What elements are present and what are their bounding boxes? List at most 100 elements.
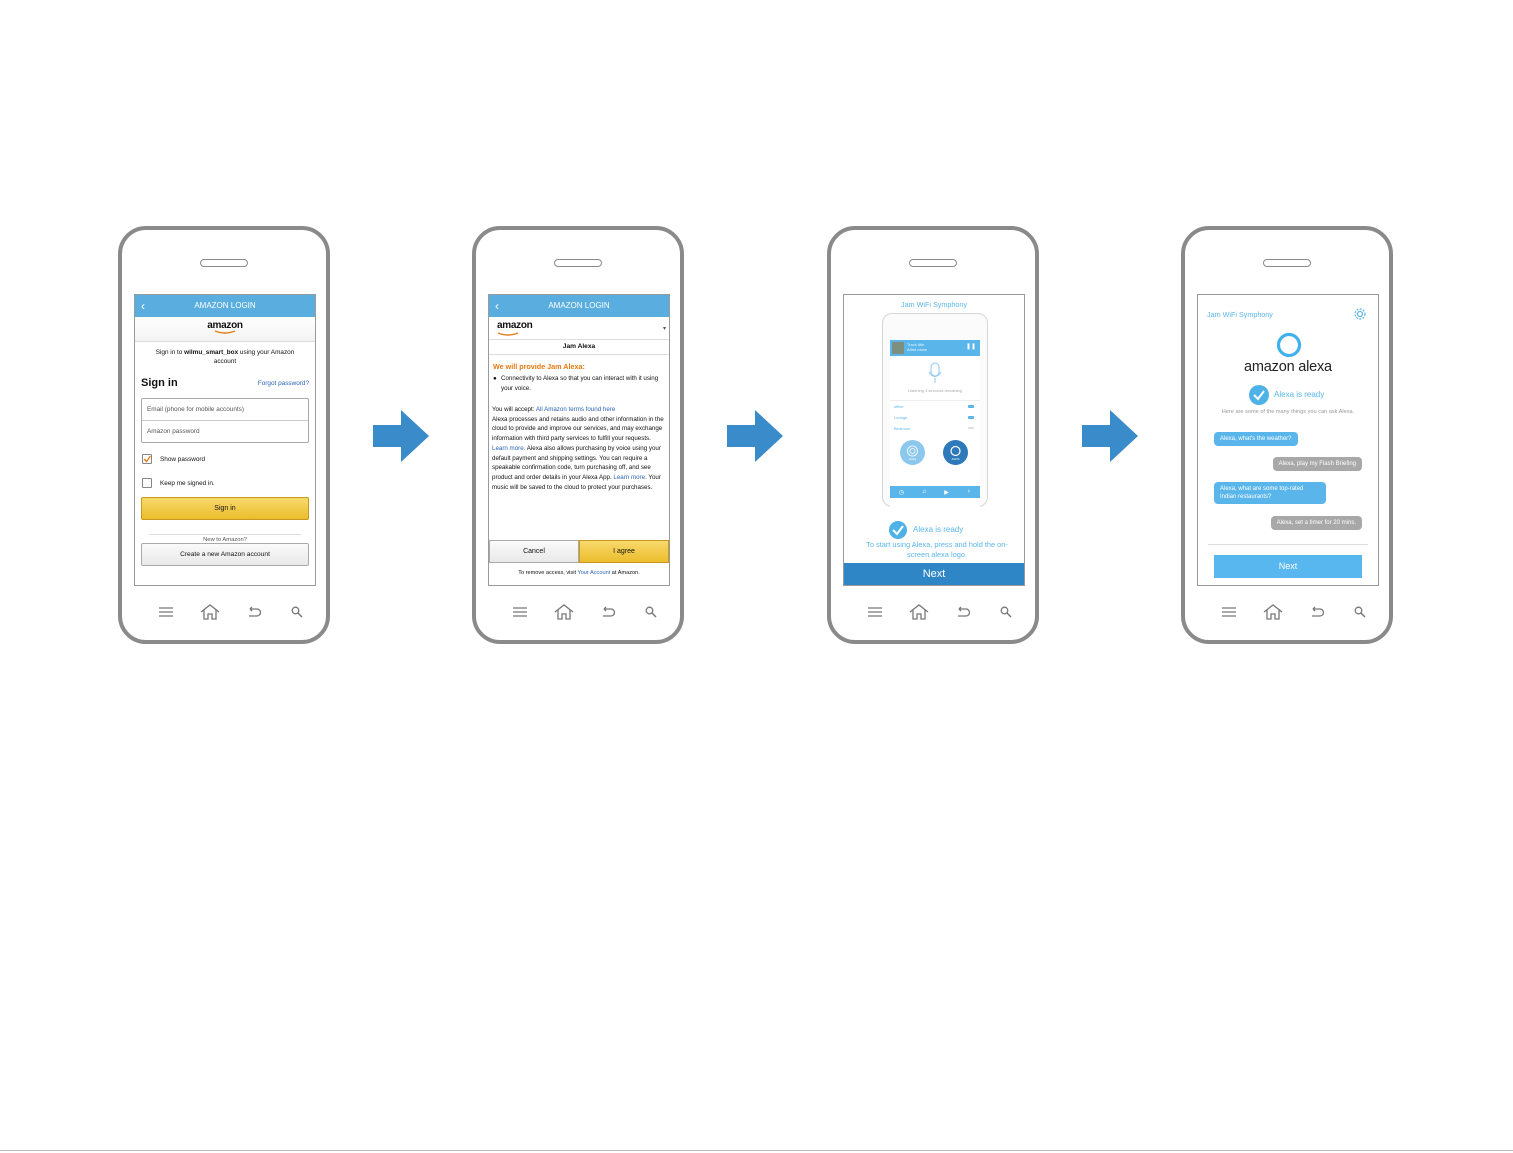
forgot-password-link[interactable]: Forgot password? [257,380,309,387]
search-icon[interactable] [287,602,307,622]
room-toggle[interactable] [968,427,974,429]
footer-suffix: at Amazon. [610,570,640,576]
phone-alexa-tips: Jam WiFi Symphony amazon alexa Alexa is … [1181,226,1393,644]
back-chevron-icon[interactable]: ‹ [141,299,145,313]
ready-text: Alexa is ready [913,525,964,534]
phone-consent: ‹ AMAZON LOGIN amazon ▾ Jam Alexa We wil… [472,226,684,644]
screen-consent: ‹ AMAZON LOGIN amazon ▾ Jam Alexa We wil… [488,294,670,586]
app-title: Jam WiFi Symphony [844,295,1024,309]
menu-icon[interactable] [865,602,885,622]
search-icon[interactable] [1350,602,1370,622]
amazon-smile-icon [497,332,519,336]
search-icon[interactable] [641,602,661,622]
learn-more-link-1[interactable]: Learn more. [492,444,526,452]
divider-line [149,534,301,535]
menu-icon[interactable] [156,602,176,622]
play-icon[interactable]: ▶ [944,489,949,496]
phone-navbar [1185,602,1389,622]
signin-heading: Sign in [141,377,178,389]
suggestion-bubble[interactable]: Alexa, play my Flash Briefing [1272,457,1362,471]
amazon-logo: amazon [207,320,243,331]
back-icon[interactable] [598,602,618,622]
mic-tab-icon[interactable]: ♀ [966,489,972,495]
speaker-grille [909,259,957,267]
password-field[interactable]: Amazon password [147,428,200,435]
inner-tab-bar: ◷ ♫ ▶ ♀ [890,486,980,498]
show-password-checkbox[interactable] [142,454,152,464]
amazon-smile-icon [214,330,236,334]
intro-app-name: wilmu_smart_box [184,349,239,356]
consent-buttons: Cancel I agree [489,540,669,563]
hint-text: Here are some of the many things you can… [1221,409,1355,415]
body-text-1: Alexa processes and retains audio and ot… [492,415,664,443]
accept-prefix: You will accept: [492,406,536,413]
suggestion-bubble[interactable]: Alexa, what are some top-rated Indian re… [1214,482,1326,504]
new-to-amazon-text: New to Amazon? [199,537,251,543]
agree-button[interactable]: I agree [579,540,669,563]
amazon-alexa-brand: amazon alexa [1244,359,1332,375]
track-artist: Artist name [907,347,928,352]
keep-signed-row[interactable]: Keep me signed in. [135,477,315,491]
home-icon[interactable] [554,602,574,622]
bottom-rule [0,1150,1513,1151]
signin-button[interactable]: Sign in [141,497,309,520]
learn-more-link-2[interactable]: Learn more. [613,473,647,481]
next-button[interactable]: Next [1214,555,1362,578]
email-field[interactable]: Email (phone for mobile accounts) [142,399,308,421]
signin-intro: Sign in to wilmu_smart_box using your Am… [135,342,315,366]
back-icon[interactable] [953,602,973,622]
footer-prefix: To remove access, visit [518,570,578,576]
room-bedroom[interactable]: Bedroom [894,426,911,431]
flow-arrow-icon [373,410,429,462]
setting-circle-button[interactable]: setting [900,440,925,465]
bullet-text: Connectivity to Alexa so that you can in… [501,375,659,392]
back-icon[interactable] [244,602,264,622]
back-icon[interactable] [1307,602,1327,622]
create-account-button[interactable]: Create a new Amazon account [141,543,309,566]
music-note-icon[interactable]: ♫ [921,489,927,495]
terms-text: You will accept: All Amazon terms found … [489,393,669,492]
fingerprint-icon [907,445,918,457]
menu-icon[interactable] [1219,602,1239,622]
home-icon[interactable] [200,602,220,622]
phone-navbar [831,602,1035,622]
logo-bar: amazon [135,317,315,342]
home-icon[interactable] [909,602,929,622]
keep-signed-checkbox[interactable] [142,478,152,488]
screen-alexa-tips: Jam WiFi Symphony amazon alexa Alexa is … [1197,294,1379,586]
signin-heading-row: Sign in Forgot password? [135,375,315,395]
header-bar: ‹ AMAZON LOGIN [135,295,315,317]
header-title: AMAZON LOGIN [194,301,256,310]
room-lounge[interactable]: Lounge [894,415,908,420]
alexa-logo-button[interactable]: ALEXA [943,440,968,465]
listening-text: Listening 3 seconds remaining [907,388,963,393]
app-title: Jam WiFi Symphony [1207,310,1273,319]
suggestion-bubble[interactable]: Alexa, set a timer for 20 mins. [1270,516,1362,530]
phone-navbar [476,602,680,622]
terms-link[interactable]: All Amazon terms found here [535,406,616,413]
keep-signed-label: Keep me signed in. [160,480,215,487]
dropdown-caret-icon[interactable]: ▾ [662,326,666,332]
home-icon[interactable] [1263,602,1283,622]
speaker-grille [554,259,602,267]
show-password-row[interactable]: Show password [135,453,315,467]
back-chevron-icon[interactable]: ‹ [495,299,499,313]
body-text-2: Alexa also allows purchasing by voice us… [492,444,661,481]
menu-icon[interactable] [510,602,530,622]
pause-icon[interactable]: ❚❚ [965,344,976,350]
suggestion-bubble[interactable]: Alexa, what's the weather? [1214,432,1298,446]
gear-icon[interactable] [1353,307,1367,321]
your-account-link[interactable]: Your Account [577,570,611,576]
search-icon[interactable] [996,602,1016,622]
room-toggle[interactable] [968,416,974,419]
cancel-button[interactable]: Cancel [489,540,579,563]
header-title: AMAZON LOGIN [548,301,610,310]
next-button[interactable]: Next [844,563,1024,585]
room-toggle[interactable] [968,405,974,408]
amazon-logo: amazon [497,320,533,331]
clock-icon[interactable]: ◷ [898,489,905,496]
room-divider [890,400,980,401]
room-office[interactable]: office [894,404,904,409]
